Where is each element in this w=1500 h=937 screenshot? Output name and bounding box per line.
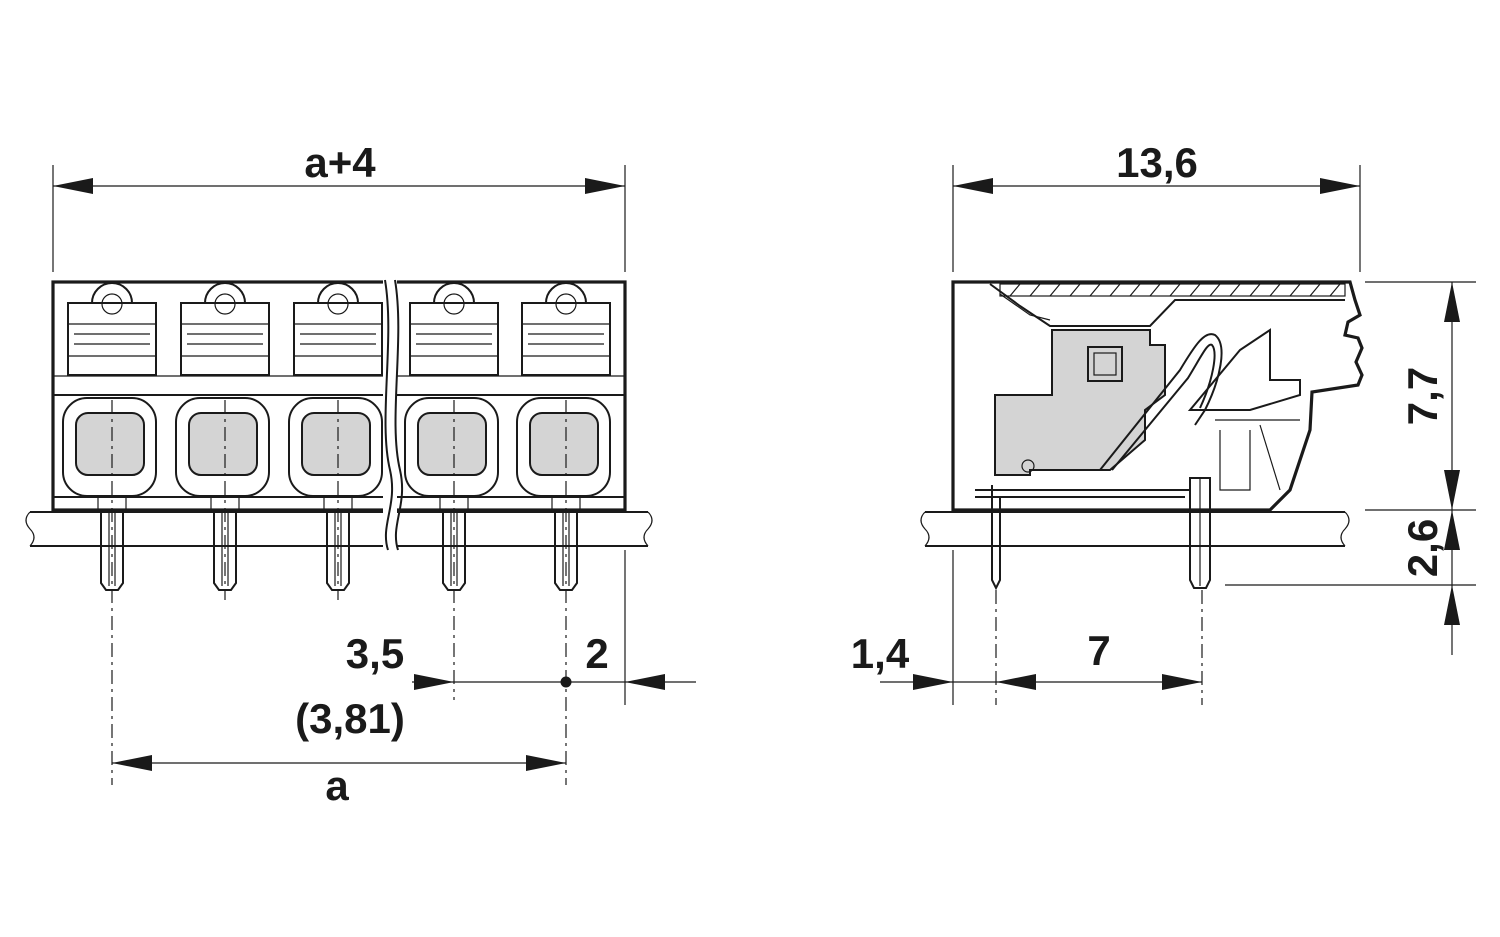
terminal-pole-3: [288, 282, 383, 591]
clamp-spring: [1099, 333, 1223, 471]
dim-label-pitch: 3,5: [346, 630, 404, 677]
hatched-section: [989, 283, 1346, 327]
dim-label-pitch-alt: (3,81): [295, 695, 405, 742]
terminal-pole-5: [516, 282, 611, 591]
front-view: a+4 3,5 (3,81) 2 a: [25, 139, 696, 809]
clamp-body: [995, 330, 1165, 475]
dim-heights: 7,7 2,6: [1225, 281, 1476, 655]
dim-label-overall-width: a+4: [304, 139, 376, 186]
side-pcb-board: [920, 511, 1350, 547]
break-line: [384, 279, 394, 551]
front-center-lines: [111, 400, 567, 785]
dim-label-depth: 13,6: [1116, 139, 1198, 186]
dim-label-front-offset: 1,4: [851, 630, 910, 677]
dim-depth: 13,6: [952, 139, 1361, 272]
dim-label-pin-length: 2,6: [1399, 519, 1446, 577]
dim-overall-width: a+4: [52, 139, 626, 272]
side-view: 13,6 7,7 2,6 1,4 7: [851, 139, 1476, 705]
terminal-pole-1: [62, 282, 157, 591]
dim-label-body-height: 7,7: [1399, 367, 1446, 425]
terminal-pole-4: [404, 282, 499, 591]
front-pcb-board: [25, 511, 653, 547]
side-housing: [951, 280, 1364, 512]
dim-label-pin-span: a: [325, 762, 349, 809]
dim-pin-offsets: 1,4 7: [851, 550, 1202, 705]
dim-pitch: 3,5 (3,81) 2: [295, 550, 696, 742]
dim-pin-span: a: [112, 755, 566, 809]
side-pins: [975, 477, 1211, 591]
dim-label-pin-spacing: 7: [1087, 627, 1110, 674]
dim-label-edge-offset: 2: [585, 630, 608, 677]
terminal-pole-2: [175, 282, 270, 591]
